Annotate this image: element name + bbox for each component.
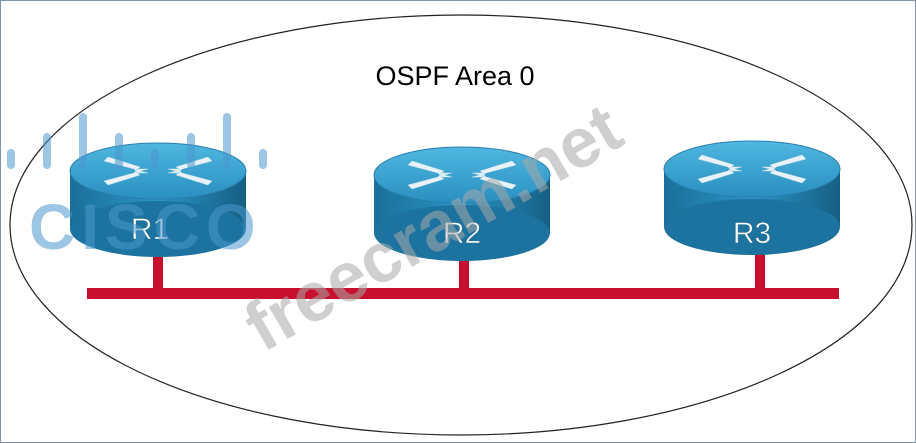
router-r2[interactable]: R2: [373, 146, 551, 262]
cisco-wordmark: CISCO: [29, 191, 262, 263]
router-label: R2: [443, 217, 481, 250]
router-r3[interactable]: R3: [663, 140, 841, 256]
cisco-logo-watermark: CISCO: [7, 113, 267, 263]
router-label: R3: [733, 217, 771, 250]
r3-drop-link: [755, 247, 765, 299]
cisco-bars-icon: [7, 113, 267, 169]
site-watermark: freecram.net: [232, 88, 635, 366]
router-label: R1: [131, 213, 169, 246]
area-label: OSPF Area 0: [375, 61, 534, 91]
ethernet-segment: [87, 288, 839, 299]
r1-drop-link: [153, 247, 163, 299]
r2-drop-link: [459, 249, 469, 299]
router-r1[interactable]: R1: [69, 142, 247, 258]
router-drop-links: [153, 247, 765, 299]
ospf-area-boundary: [9, 14, 913, 436]
